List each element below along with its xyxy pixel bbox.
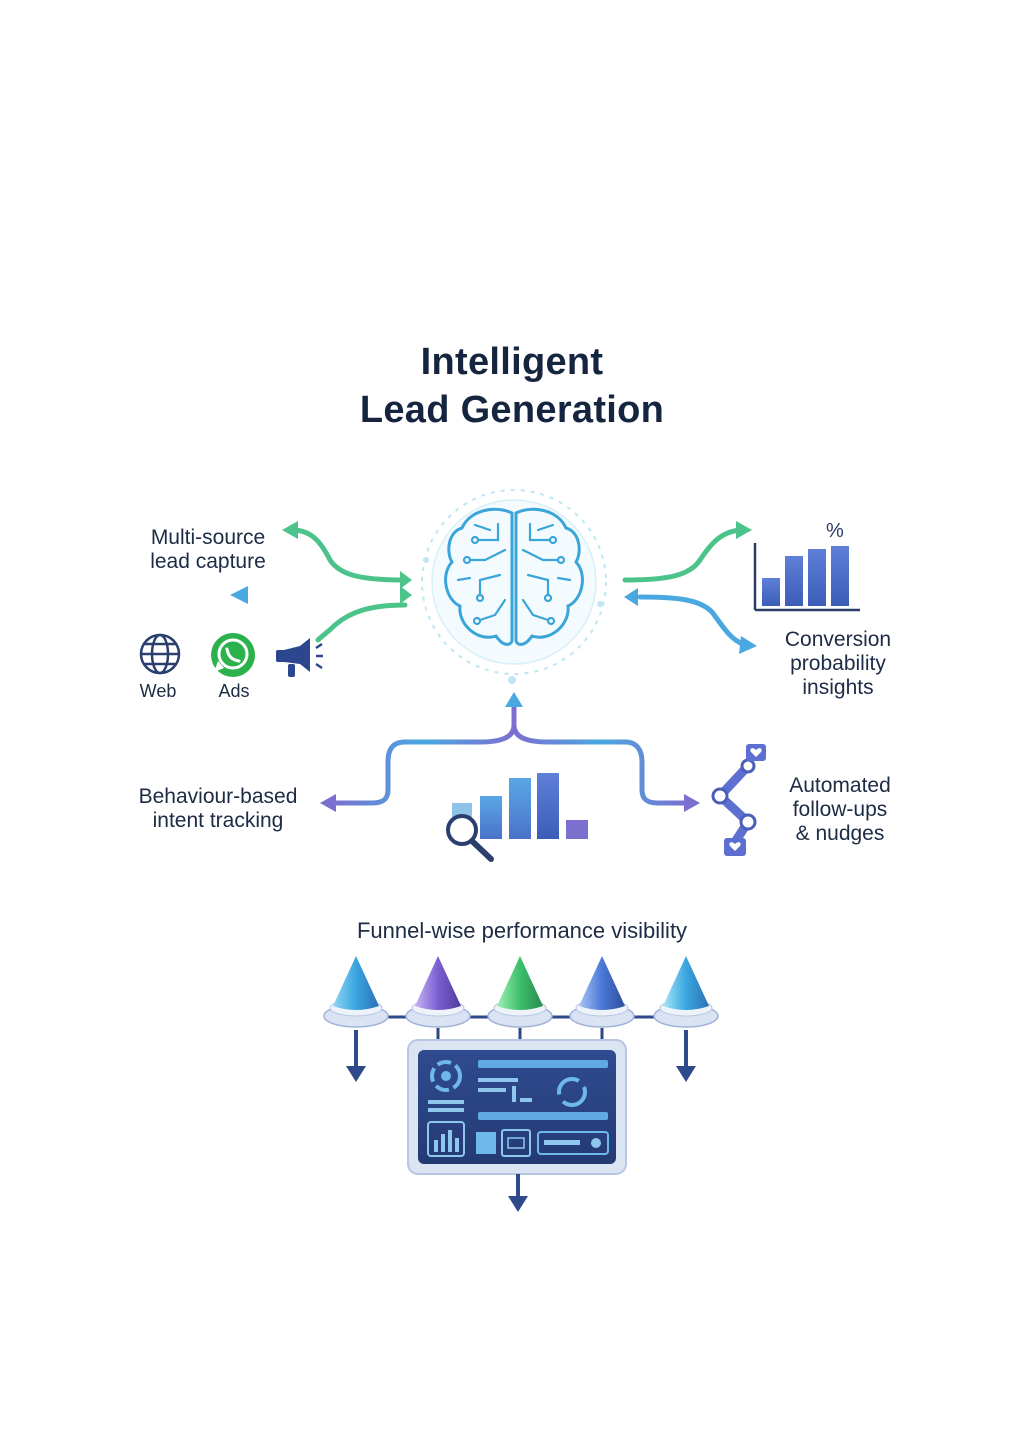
- capture-line-2: lead capture: [150, 550, 266, 573]
- funnel-heading: Funnel-wise performance visibility: [356, 918, 688, 943]
- cone-icon: [487, 956, 553, 1028]
- arrow-down-icon: [346, 1030, 366, 1082]
- cone-icon: [323, 956, 389, 1028]
- megaphone-icon: [276, 638, 323, 677]
- percent-symbol: %: [826, 520, 844, 542]
- automation-line-3: & nudges: [795, 822, 885, 845]
- intent-chart-icon: [452, 773, 588, 839]
- title-line-1: Intelligent: [420, 341, 604, 383]
- brain-icon: [421, 489, 607, 684]
- conversion-arrows: [622, 521, 757, 654]
- conversion-line-3: insights: [802, 676, 874, 699]
- whatsapp-icon: [211, 633, 255, 677]
- automation-line-2: follow-ups: [792, 798, 888, 821]
- feature-label-behaviour: Behaviour-based intent tracking: [118, 785, 318, 833]
- automation-line-1: Automated: [789, 774, 891, 797]
- heart-icon: [724, 838, 746, 856]
- arrow-down-icon: [676, 1030, 696, 1082]
- conversion-line-2: probability: [790, 652, 886, 675]
- arrow-down-icon: [508, 1174, 528, 1212]
- behaviour-line-1: Behaviour-based: [138, 785, 298, 808]
- capture-arrows: [230, 521, 412, 643]
- bottom-arrows: [320, 692, 700, 812]
- page-title: Intelligent Lead Generation: [0, 338, 1024, 434]
- robot-arm-icon: [711, 758, 757, 847]
- title-line-2: Lead Generation: [359, 389, 665, 431]
- feature-label-capture: Multi-source lead capture: [128, 526, 288, 574]
- conversion-line-1: Conversion: [784, 628, 892, 651]
- source-label-ads: Ads: [218, 681, 250, 701]
- source-label-web: Web: [139, 681, 177, 701]
- bar-chart-icon: [753, 543, 860, 612]
- heart-icon: [746, 744, 766, 761]
- feature-label-automation: Automated follow-ups & nudges: [770, 774, 910, 846]
- cone-icon: [569, 956, 635, 1028]
- magnifier-icon: [446, 814, 494, 862]
- globe-icon: [139, 633, 181, 675]
- behaviour-line-2: intent tracking: [152, 809, 284, 832]
- capture-line-1: Multi-source: [150, 526, 266, 549]
- dashboard-icon: [407, 1039, 627, 1175]
- cone-icon: [405, 956, 471, 1028]
- feature-label-conversion: Conversion probability insights: [760, 628, 916, 700]
- cone-icon: [653, 956, 719, 1028]
